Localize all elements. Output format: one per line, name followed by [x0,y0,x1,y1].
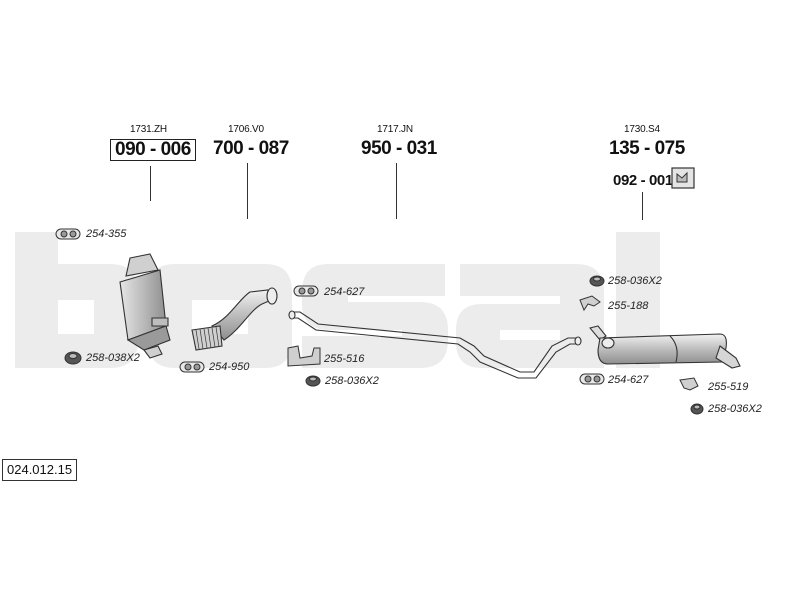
part-number-catalytic-converter[interactable]: 090 - 006 [110,139,196,161]
hanger-icon [287,345,321,367]
hanger-icon [679,377,699,391]
bracket-icon [671,167,695,189]
accessory-code[interactable]: 258-036X2 [608,275,662,287]
hanger-icon [579,295,601,312]
clamp-icon [55,228,81,240]
clamp-icon [293,285,319,297]
part-ref-flex-pipe: 1706.V0 [228,124,264,135]
accessory-code[interactable]: 255-516 [324,353,365,365]
catalytic-converter [119,253,171,359]
catalog-number: 024.012.15 [2,459,78,481]
rubber-mount-icon [589,275,605,287]
accessory-code[interactable]: 254-950 [209,361,250,373]
part-ref-rear-silencer: 1730.S4 [624,124,660,135]
part-number-rear-silencer[interactable]: 135 - 075 [609,138,685,159]
rubber-mount-icon [305,375,321,387]
accessory-code[interactable]: 254-355 [86,228,127,240]
part-number-middle-pipe[interactable]: 950 - 031 [361,138,437,159]
flex-pipe [191,287,278,351]
accessory-code[interactable]: 255-519 [708,381,749,393]
accessory-code[interactable]: 254-627 [608,374,649,386]
part-number-bracket[interactable]: 092 - 001 [613,172,673,189]
clamp-icon [579,373,605,385]
rubber-mount-icon [690,403,704,415]
accessory-code[interactable]: 258-036X2 [325,375,379,387]
clamp-icon [179,361,205,373]
middle-pipe [288,310,582,379]
accessory-code[interactable]: 254-627 [324,286,365,298]
part-number-flex-pipe[interactable]: 700 - 087 [213,138,289,159]
rubber-mount-icon [64,351,82,365]
leader-line [642,192,644,220]
leader-line [247,163,249,219]
accessory-code[interactable]: 258-038X2 [86,352,140,364]
leader-line [396,163,398,219]
accessory-code[interactable]: 258-036X2 [708,403,762,415]
accessory-code[interactable]: 255-188 [608,300,649,312]
part-ref-middle-pipe: 1717.JN [377,124,413,135]
part-ref-catalytic-converter: 1731.ZH [130,124,167,135]
leader-line [150,166,152,201]
rear-silencer [589,325,741,369]
